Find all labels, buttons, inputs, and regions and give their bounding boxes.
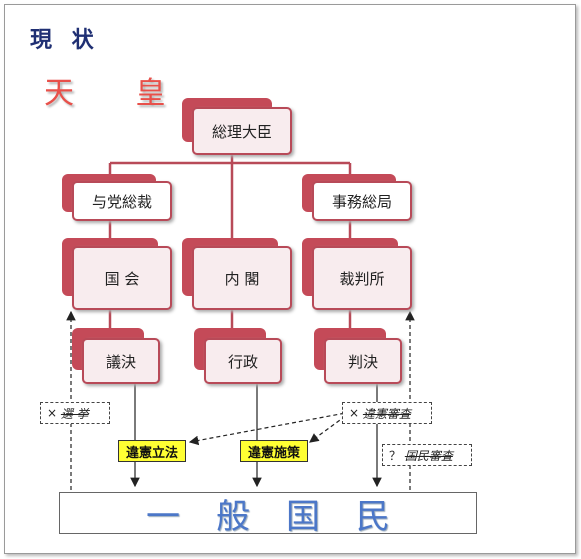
prime-minister-label: 総理大臣	[211, 122, 272, 141]
emperor-label: 天 皇	[44, 76, 192, 111]
general-public-box: 一般国民	[59, 492, 477, 537]
prime-minister-box: 総理大臣	[192, 107, 292, 155]
national-review-note: ？ 国民審査	[382, 444, 472, 466]
judgment-box: 判決	[324, 338, 402, 384]
judicial-review-note: × 違憲審査	[342, 402, 432, 424]
national-review-label: 国民審査	[404, 448, 453, 463]
cabinet-box: 内 閣	[192, 246, 292, 310]
cabinet-label: 内 閣	[224, 269, 260, 288]
diet-label: 国 会	[104, 269, 140, 288]
resolution-box: 議決	[82, 338, 160, 384]
general-public-label: 一般国民	[146, 496, 426, 537]
party-leader-box: 与党総裁	[72, 181, 172, 221]
court-box: 裁判所	[312, 246, 412, 310]
page-title: 現 状	[30, 28, 100, 53]
resolution-label: 議決	[105, 352, 136, 371]
secretariat-box: 事務総局	[312, 181, 412, 221]
judgment-label: 判決	[347, 352, 378, 371]
election-mark: ×	[47, 406, 58, 420]
review-mark: ×	[349, 406, 360, 420]
election-label: 選 挙	[60, 406, 89, 421]
secretariat-label: 事務総局	[331, 192, 392, 211]
diet-box: 国 会	[72, 246, 172, 310]
election-note: × 選 挙	[40, 402, 110, 424]
unconstitutional-policy-label: 違憲施策	[240, 440, 308, 462]
administration-label: 行政	[227, 352, 258, 371]
administration-box: 行政	[204, 338, 282, 384]
party-leader-label: 与党総裁	[91, 192, 152, 211]
national-review-mark: ？	[389, 448, 402, 463]
review-label: 違憲審査	[362, 406, 411, 421]
unconstitutional-law-label: 違憲立法	[118, 440, 186, 462]
court-label: 裁判所	[339, 269, 385, 288]
